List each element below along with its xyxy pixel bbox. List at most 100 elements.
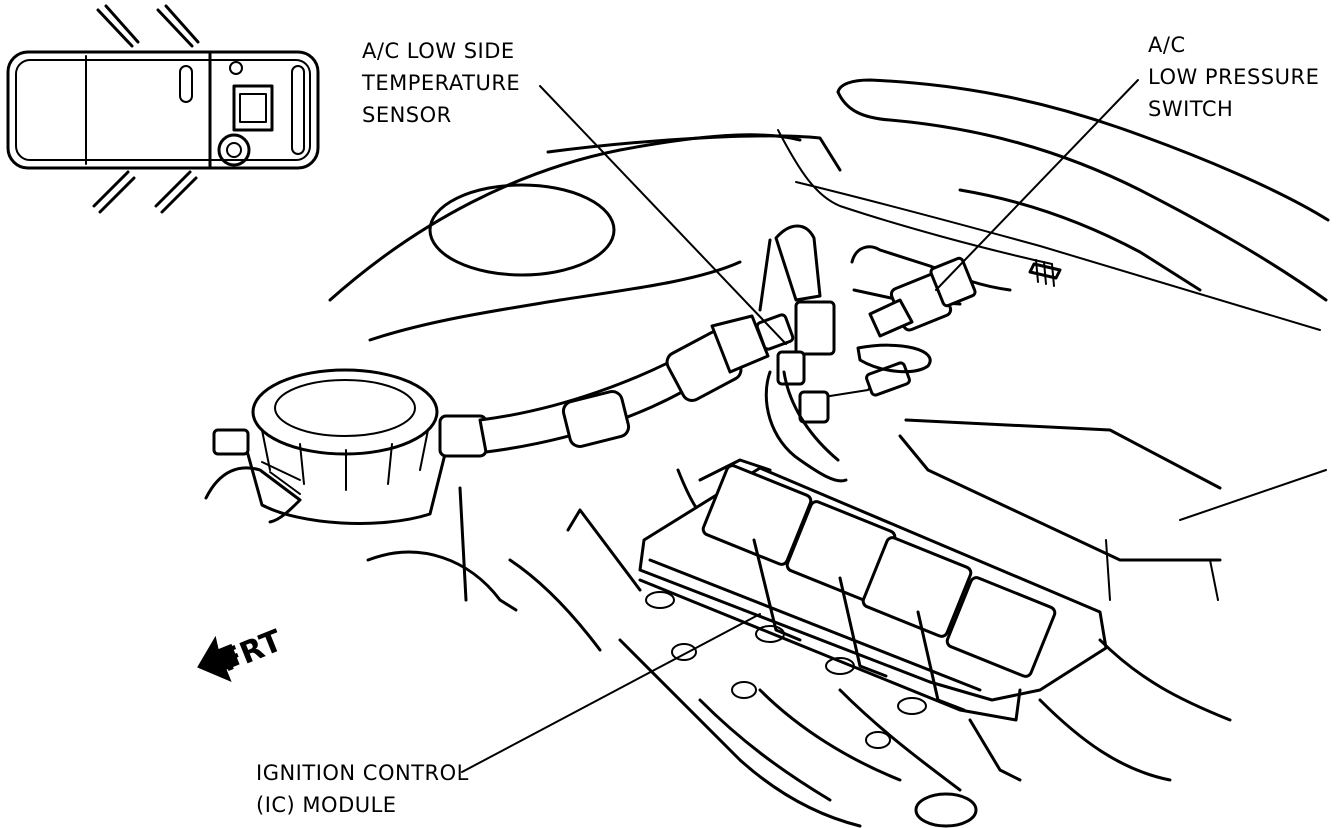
pressure-switch-label-line2: LOW PRESSURE <box>1148 65 1319 89</box>
bracket-arm <box>1179 469 1327 521</box>
engine-contour <box>758 688 902 782</box>
air-intake-opening <box>428 183 616 277</box>
engine-bolt <box>731 681 757 699</box>
accumulator-canister <box>204 368 488 602</box>
bracket-legs <box>1105 539 1219 601</box>
temp-sensor-label-line1: A/C LOW SIDE <box>362 39 515 63</box>
engine-contour <box>618 638 862 828</box>
locator-tick <box>164 4 200 44</box>
locator-tick <box>156 8 194 48</box>
hose-coupling <box>561 390 631 448</box>
vehicle-part <box>291 65 305 155</box>
coil-bracket <box>752 538 802 642</box>
intake-line <box>368 260 742 342</box>
mount-hole <box>755 625 785 643</box>
bolt <box>1028 262 1062 280</box>
pressure-switch-assembly <box>850 245 1012 338</box>
harness-wire <box>764 370 848 483</box>
lower-engine-contours <box>366 550 1232 828</box>
vehicle-locator-inset <box>6 4 320 214</box>
locator-tick <box>96 8 134 48</box>
engine-port <box>914 792 978 828</box>
vehicle-part <box>217 133 251 167</box>
vehicle-part <box>229 61 243 75</box>
cowl-line <box>546 134 842 172</box>
engine-bolt <box>865 731 891 749</box>
pressure-switch-leader <box>935 79 1139 291</box>
canister-body <box>242 438 448 525</box>
pressure-switch-label-line1: A/C <box>1148 33 1186 57</box>
vehicle-body-line <box>15 59 311 161</box>
locator-tick <box>160 176 198 214</box>
inlet-hose <box>204 466 302 524</box>
pipe-nut <box>794 300 836 356</box>
module-bracket <box>566 508 642 592</box>
engine-contour <box>698 698 832 802</box>
harness-connector <box>798 390 830 424</box>
bracket-lower <box>898 434 1222 562</box>
pressure-switch-tip <box>868 298 914 338</box>
mount-hole <box>645 591 675 609</box>
ignition-control-module <box>566 464 1108 782</box>
front-arrow-icon <box>197 635 240 683</box>
temp-sensor-label-line2: TEMPERATURE <box>361 71 520 95</box>
temp-sensor-label: A/C LOW SIDE TEMPERATURE SENSOR <box>361 39 520 127</box>
bolt-thread <box>1035 259 1055 287</box>
locator-tick <box>98 176 136 214</box>
canister-facets <box>261 429 429 491</box>
engine-contour <box>838 688 962 792</box>
ic-module-edge <box>648 558 982 692</box>
ic-module-label-line1: IGNITION CONTROL <box>256 761 469 785</box>
low-side-hose <box>478 224 836 454</box>
front-direction-indicator: FRT <box>197 623 288 683</box>
engine-bolt <box>671 643 697 661</box>
strut-tower-line <box>777 129 1053 265</box>
fender-inner <box>836 90 1328 302</box>
ic-module-label: IGNITION CONTROL (IC) MODULE <box>256 761 469 817</box>
pipe-line <box>758 238 772 312</box>
engine-bay-outlines <box>328 78 1330 601</box>
engine-contour <box>1038 698 1172 782</box>
hose-fitting <box>710 314 770 374</box>
connector-outline <box>856 343 932 374</box>
vehicle-part <box>239 93 267 123</box>
temp-sensor-label-line3: SENSOR <box>362 103 452 127</box>
leader-lines <box>461 79 1139 773</box>
harness-wire <box>782 370 840 462</box>
vehicle-part <box>179 65 193 103</box>
front-label: FRT <box>216 623 288 679</box>
ic-module-leader <box>461 613 761 773</box>
engine-contour <box>1098 638 1232 722</box>
ignition-coil-3 <box>861 536 973 638</box>
coil-bracket <box>838 576 888 678</box>
engine-contour <box>508 558 602 652</box>
engine-contour <box>366 550 518 612</box>
high-pipe <box>850 245 1012 292</box>
panel-line <box>958 188 1202 292</box>
strut-edge <box>795 181 1321 331</box>
locator-tick <box>104 4 140 44</box>
module-bracket <box>968 718 1022 782</box>
mount-hole <box>897 697 927 715</box>
ic-module-label-line2: (IC) MODULE <box>256 793 397 817</box>
coil-bracket <box>916 610 966 712</box>
canister-fitting <box>212 428 250 456</box>
pressure-switch-label-line3: SWITCH <box>1148 97 1233 121</box>
bracket-top <box>904 418 1222 490</box>
canister-cap-ring <box>274 379 416 437</box>
ic-module-bottom <box>638 578 1022 722</box>
vertical-pipe <box>774 224 822 302</box>
canister-top <box>251 368 439 456</box>
inlet-hose-clamp <box>261 461 301 495</box>
temp-sensor-leader <box>539 85 787 345</box>
canister-mount <box>458 486 468 602</box>
temp-sensor-connector <box>776 350 806 386</box>
vehicle-part <box>232 84 274 132</box>
ignition-coil-4 <box>945 576 1057 678</box>
vehicle-part <box>226 142 242 158</box>
locator-tick <box>92 170 130 208</box>
fender-top <box>836 78 1330 222</box>
hood-line <box>328 133 802 302</box>
pressure-switch-label: A/C LOW PRESSURE SWITCH <box>1148 33 1319 121</box>
